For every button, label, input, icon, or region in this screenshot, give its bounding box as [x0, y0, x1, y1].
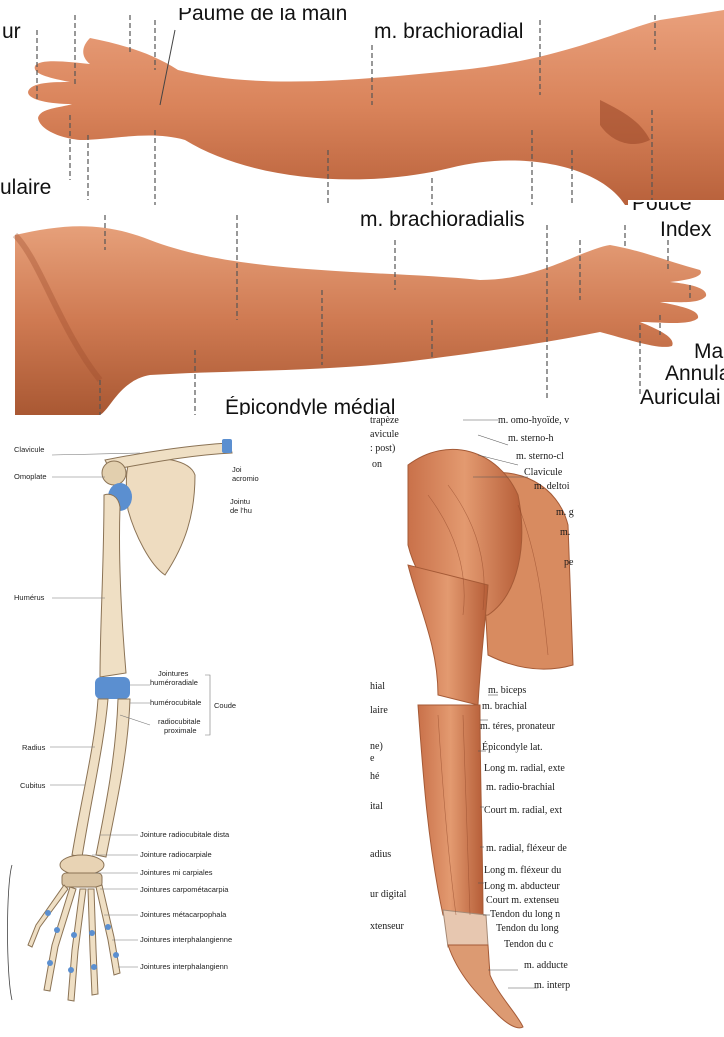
label-clavicule-m: Clavicule: [524, 467, 562, 478]
label-he: hé: [370, 771, 379, 782]
label-ital: ital: [370, 801, 383, 812]
label-cut-left-mid: ulaire: [0, 176, 51, 200]
label-hial: hial: [370, 681, 385, 692]
label-radio-brachial: m. radio-brachial: [486, 782, 555, 793]
label-pe: pe: [564, 557, 573, 568]
label-jointures: Jointures: [158, 669, 188, 678]
label-humerus: Humérus: [14, 593, 44, 602]
label-proximale: proximale: [164, 726, 197, 735]
label-humeroradiale: huméroradiale: [150, 678, 198, 687]
label-trapeze: trapèze: [370, 415, 399, 426]
label-joint-humerus: Jointu de l'hu: [230, 497, 252, 515]
label-adducteur: m. adducte: [524, 960, 568, 971]
label-tendon-1: Tendon du long n: [490, 909, 560, 920]
label-laire: laire: [370, 705, 388, 716]
label-brachioradial: m. brachioradial: [374, 20, 523, 44]
label-digital: ur digital: [370, 889, 406, 900]
label-radiocarpiale: Jointure radiocarpiale: [140, 850, 212, 859]
label-extenseur: xtenseur: [370, 921, 404, 932]
label-sterno-cl: m. sterno-cl: [516, 451, 564, 462]
label-radius: Radius: [22, 743, 45, 752]
label-e: e: [370, 753, 374, 764]
label-cubitus: Cubitus: [20, 781, 45, 790]
label-m-cut: m.: [560, 527, 570, 538]
label-coude: Coude: [214, 701, 236, 710]
label-index: Index: [660, 218, 711, 242]
label-cut-left-top: ur: [2, 20, 21, 44]
label-epicondyle-lat: Épicondyle lat.: [482, 742, 543, 753]
label-long-flexeur: Long m. fléxeur du: [484, 865, 561, 876]
label-metacarpophala: Jointures métacarpophala: [140, 910, 226, 919]
skeleton-drawing: [0, 415, 250, 1015]
label-annulaire: Annula: [665, 362, 724, 386]
label-biceps: m. biceps: [488, 685, 526, 696]
label-sterno-h: m. sterno-h: [508, 433, 554, 444]
label-brachial: m. brachial: [482, 701, 527, 712]
label-ne: ne): [370, 741, 383, 752]
label-post: : post): [370, 443, 395, 454]
label-court-radial: Court m. radial, ext: [484, 805, 562, 816]
label-carpometacarpia: Jointures carpométacarpia: [140, 885, 228, 894]
label-micarpiales: Jointures mi carpiales: [140, 868, 213, 877]
label-avicule: avicule: [370, 429, 399, 440]
label-interphalangienne-1: Jointures interphalangienne: [140, 935, 232, 944]
label-interphalangienne-2: Jointures interphalangienn: [140, 962, 228, 971]
label-long-radial: Long m. radial, exte: [484, 763, 565, 774]
label-court-extenseur: Court m. extenseu: [486, 895, 559, 906]
label-deltoide: m. deltoi: [534, 481, 570, 492]
label-on: on: [372, 459, 382, 470]
skeleton-panel: Clavicule Omoplate Joi acromio Jointu de…: [0, 415, 250, 1015]
label-tendon-2: Tendon du long: [496, 923, 559, 934]
label-epicondyle-medial: Épicondyle médial: [225, 396, 395, 415]
muscle-panel: trapèze avicule : post) on m. omo-hyoïde…: [368, 415, 724, 1037]
arm-palm-down: [15, 226, 706, 415]
label-interp: m. interp: [534, 980, 570, 991]
label-radiocubitale-dist: Jointure radiocubitale dista: [140, 830, 229, 839]
label-adius: adius: [370, 849, 391, 860]
label-radiocubitale: radiocubitale: [158, 717, 201, 726]
label-long-abducteur: Long m. abducteur: [484, 881, 560, 892]
label-clavicule: Clavicule: [14, 445, 44, 454]
label-omoplate: Omoplate: [14, 472, 47, 481]
label-tendon-3: Tendon du c: [504, 939, 553, 950]
label-auriculaire: Auriculai: [640, 386, 721, 410]
arm-photo-panel: ur Paume de la main m. brachioradial ula…: [0, 0, 724, 415]
label-joint-acromio: Joi acromio: [232, 465, 259, 483]
label-m-g: m. g: [556, 507, 574, 518]
label-teres: m. téres, pronateur: [480, 721, 555, 732]
label-omohyoide: m. omo-hyoïde, v: [498, 415, 569, 426]
label-humerocubitale: humérocubitale: [150, 698, 201, 707]
label-brachioradialis: m. brachioradialis: [360, 208, 525, 232]
label-radial-flexeur: m. radial, fléxeur de: [486, 843, 567, 854]
label-majeur: Ma: [694, 340, 723, 364]
